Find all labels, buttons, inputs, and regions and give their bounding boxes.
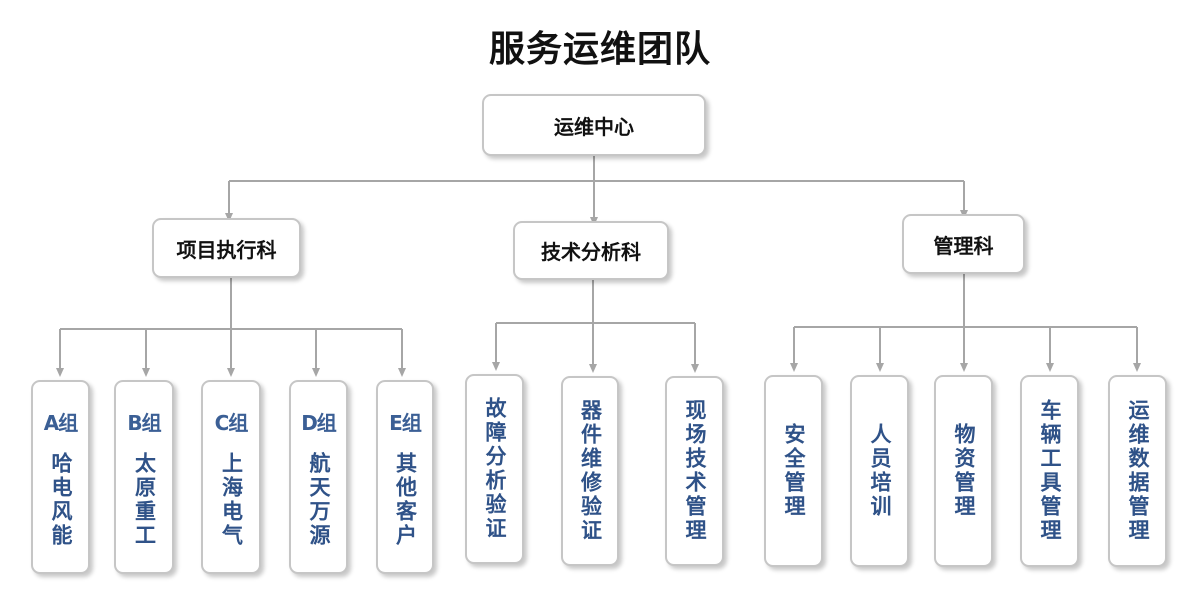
leaf-label: 器件维修验证 bbox=[578, 399, 603, 543]
page-title: 服务运维团队 bbox=[488, 29, 711, 70]
leaf-node: 安全管理 bbox=[764, 375, 823, 567]
group-label: D组 bbox=[301, 410, 337, 435]
dept-node-project-execution: 项目执行科 bbox=[152, 218, 301, 278]
leaf-node: B组 太原重工 bbox=[114, 380, 174, 574]
leaf-label: 太原重工 bbox=[132, 451, 157, 548]
leaf-label: 人员培训 bbox=[868, 423, 892, 519]
leaf-label: 现场技术管理 bbox=[683, 399, 707, 543]
leaf-label: 上海电气 bbox=[219, 451, 244, 548]
leaf-node: C组 上海电气 bbox=[201, 380, 261, 574]
leaf-label: 哈电风能 bbox=[49, 451, 73, 548]
leaf-node: 器件维修验证 bbox=[561, 376, 619, 566]
leaf-node: 车辆工具管理 bbox=[1020, 375, 1079, 567]
leaf-node: 运维数据管理 bbox=[1108, 375, 1167, 567]
leaf-node: A组 哈电风能 bbox=[31, 380, 90, 574]
dept-node-technical-analysis: 技术分析科 bbox=[513, 221, 669, 280]
leaf-node: 物资管理 bbox=[934, 375, 993, 567]
leaf-node: E组 其他客户 bbox=[376, 380, 434, 574]
root-node: 运维中心 bbox=[482, 94, 706, 156]
leaf-node: D组 航天万源 bbox=[289, 380, 348, 574]
leaf-node: 故障分析验证 bbox=[465, 374, 524, 564]
group-label: B组 bbox=[127, 410, 161, 435]
group-label: C组 bbox=[214, 410, 249, 435]
leaf-label: 车辆工具管理 bbox=[1038, 399, 1062, 543]
group-label: E组 bbox=[389, 410, 422, 435]
leaf-node: 现场技术管理 bbox=[665, 376, 724, 566]
leaf-label: 运维数据管理 bbox=[1126, 399, 1150, 543]
leaf-label: 故障分析验证 bbox=[483, 397, 507, 541]
dept-node-management: 管理科 bbox=[902, 214, 1025, 274]
leaf-label: 其他客户 bbox=[393, 451, 418, 548]
leaf-label: 安全管理 bbox=[782, 423, 806, 519]
group-label: A组 bbox=[43, 410, 78, 435]
leaf-label: 航天万源 bbox=[307, 451, 331, 548]
leaf-node: 人员培训 bbox=[850, 375, 909, 567]
leaf-label: 物资管理 bbox=[952, 423, 976, 519]
